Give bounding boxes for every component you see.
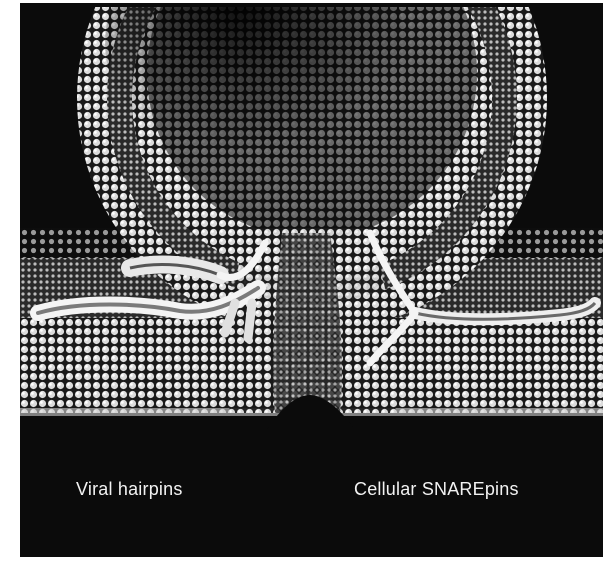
fusion-illustration: Viral hairpins Cellular SNAREpins [20, 3, 603, 557]
cellular-snarepins-label: Cellular SNAREpins [354, 479, 519, 500]
viral-hairpins-label: Viral hairpins [76, 479, 183, 500]
